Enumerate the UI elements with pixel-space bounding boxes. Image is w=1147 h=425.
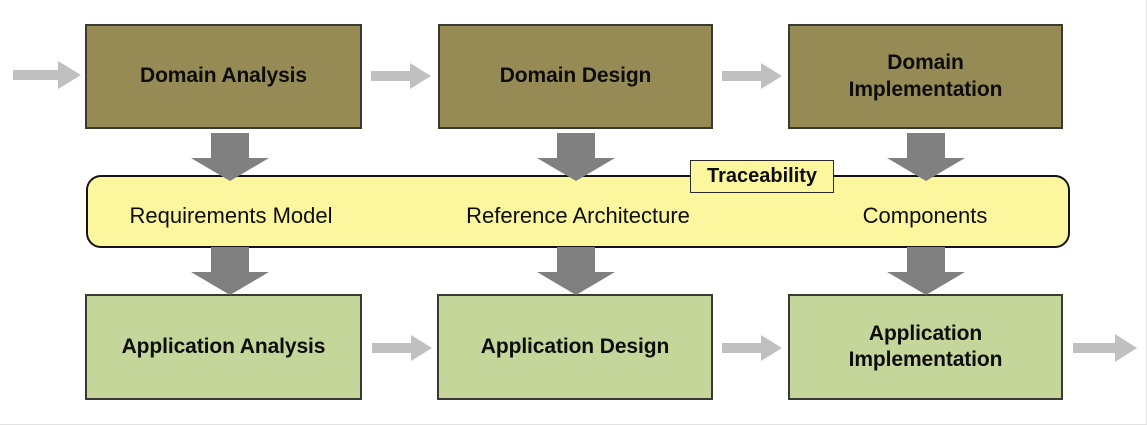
domain-analysis-label: Domain Analysis xyxy=(140,64,307,88)
application-design-box[interactable]: Application Design xyxy=(437,294,713,400)
traceability-label: Traceability xyxy=(706,165,818,187)
reference-architecture-label: Reference Architecture xyxy=(466,203,690,228)
application-implementation-label-line1: Application xyxy=(868,321,983,345)
domain-analysis-to-requirements-model-arrow xyxy=(191,133,269,181)
application-analysis-label: Application Analysis xyxy=(121,334,326,358)
domain-implementation-label-line1: Domain xyxy=(887,51,964,75)
domain-implementation-box[interactable]: Domain Implementation xyxy=(788,24,1063,129)
application-analysis-box[interactable]: Application Analysis xyxy=(85,294,362,400)
inbound-flow-arrow xyxy=(13,61,81,89)
domain-design-box[interactable]: Domain Design xyxy=(438,24,713,129)
domain-analysis-box[interactable]: Domain Analysis xyxy=(85,24,362,129)
domain-implementation-label-line2: Implementation xyxy=(848,77,1003,101)
application-design-label: Application Design xyxy=(480,334,670,358)
outbound-flow-arrow xyxy=(1073,334,1137,362)
requirements-model-to-application-analysis-arrow xyxy=(191,247,269,295)
traceability-callout[interactable]: Traceability xyxy=(690,160,834,193)
domain-analysis-to-design-arrow xyxy=(371,63,431,89)
application-implementation-label: Application Implementation xyxy=(849,321,1003,374)
application-analysis-to-design-arrow xyxy=(372,335,432,361)
application-implementation-label-line2: Implementation xyxy=(848,348,1003,371)
components-label: Components xyxy=(862,203,988,228)
domain-design-to-implementation-arrow xyxy=(722,63,782,89)
requirements-model-label: Requirements Model xyxy=(129,203,333,228)
application-design-to-implementation-arrow xyxy=(722,335,782,361)
components-to-application-implementation-arrow xyxy=(887,247,965,295)
domain-implementation-label: Domain Implementation xyxy=(849,50,1003,103)
domain-design-label: Domain Design xyxy=(499,64,652,88)
application-implementation-box[interactable]: Application Implementation xyxy=(788,294,1063,400)
reference-architecture-to-application-design-arrow xyxy=(537,247,615,295)
domain-implementation-to-components-arrow xyxy=(887,133,965,181)
domain-design-to-reference-architecture-arrow xyxy=(537,133,615,181)
